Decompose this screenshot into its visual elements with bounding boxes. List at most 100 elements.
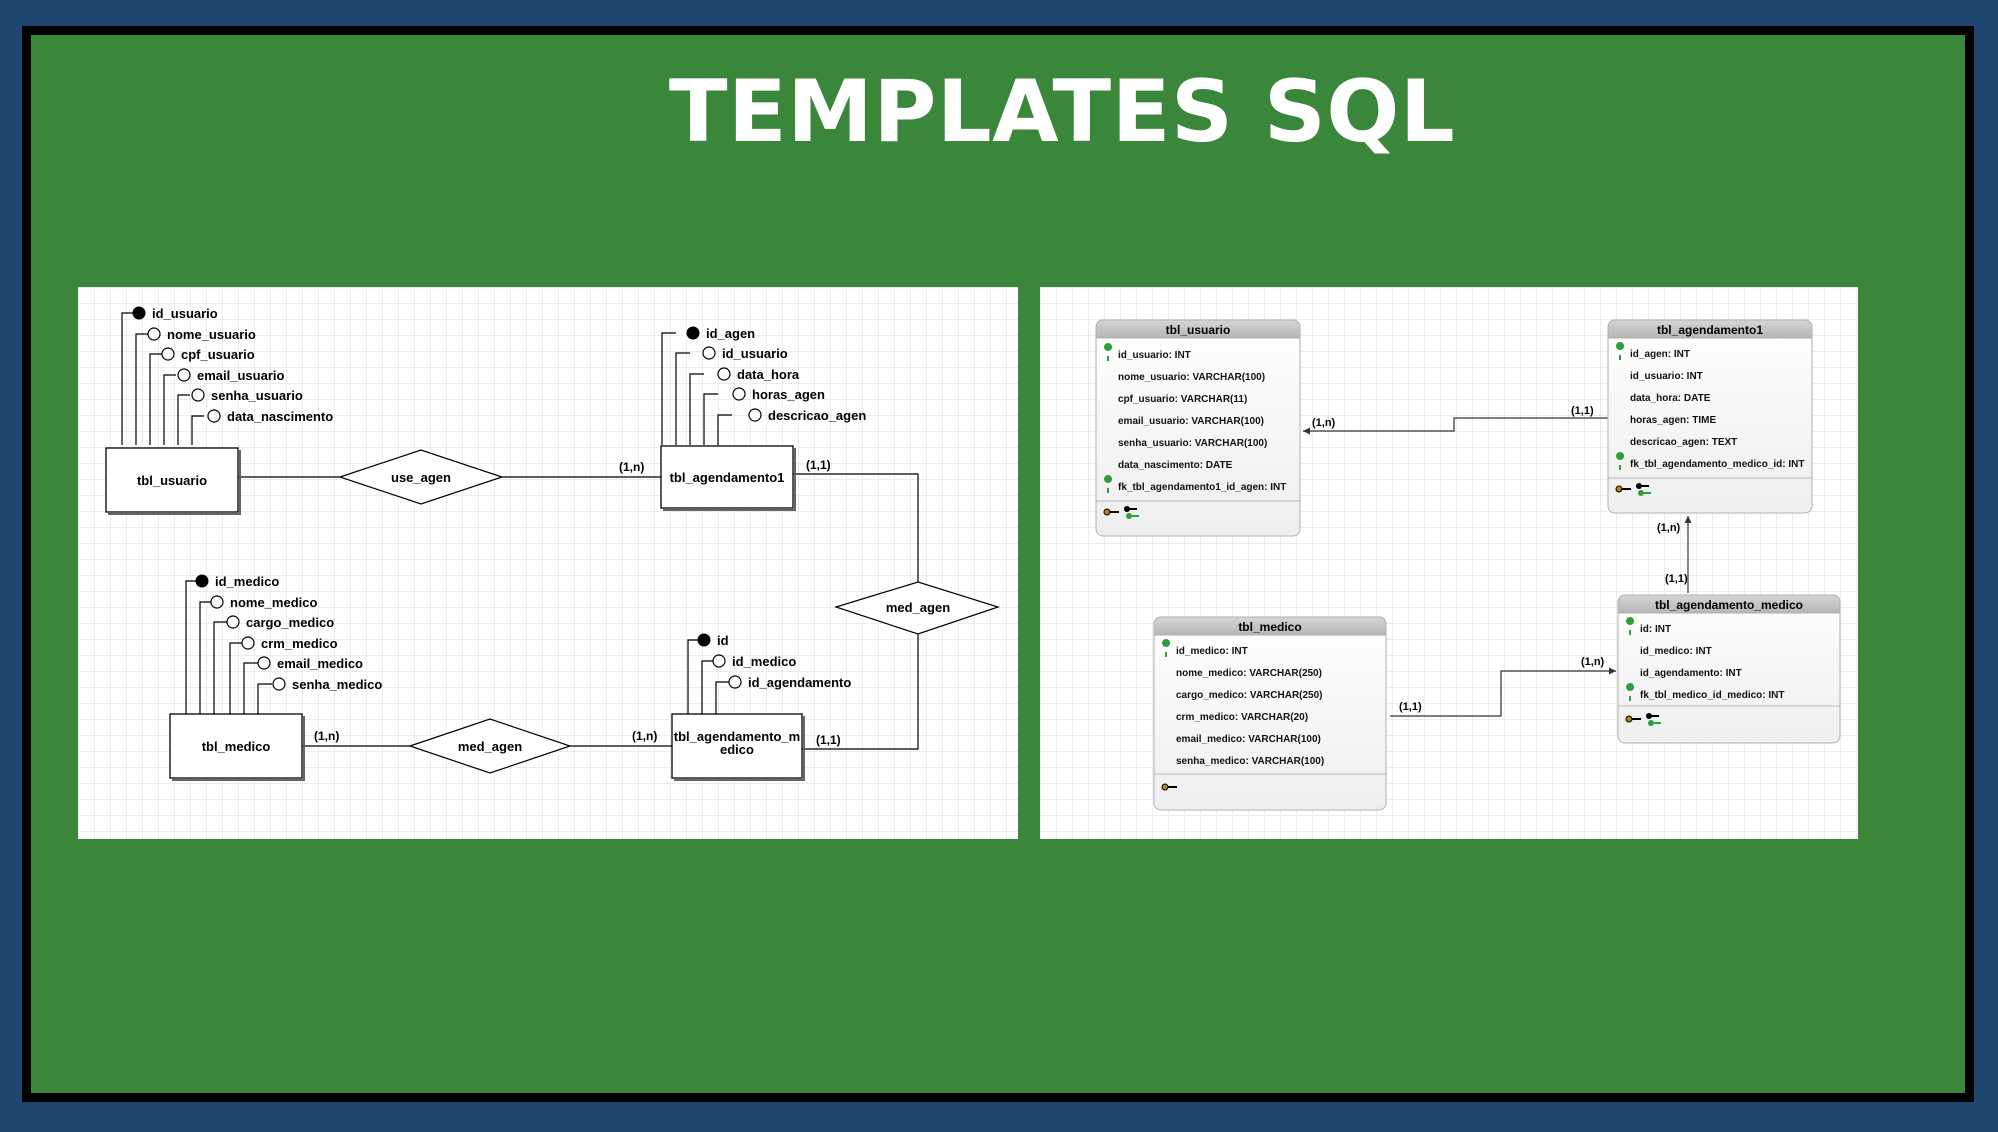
relationship-med-agen-bottom[interactable]: med_agen — [408, 718, 572, 774]
pk-attribute-marker — [195, 574, 209, 588]
column-row: data_hora: DATE — [1630, 393, 1711, 404]
column-row: id: INT — [1640, 624, 1671, 635]
attr-id-agendamento: id_agendamento — [748, 675, 851, 690]
attr-id: id — [717, 633, 729, 648]
column-row: fk_tbl_medico_id_medico: INT — [1640, 690, 1784, 701]
pk-key-icon — [1626, 617, 1635, 635]
key-icon — [1625, 715, 1641, 723]
attribute-marker — [207, 409, 221, 423]
entity-tbl-agendamento-medico[interactable]: tbl_agendamento_m edico — [671, 713, 805, 781]
attribute-marker — [732, 387, 746, 401]
column-row: data_nascimento: DATE — [1118, 460, 1233, 471]
fk-keys-icon — [1646, 713, 1661, 726]
relationship-label: med_agen — [886, 600, 950, 615]
column-row: fk_tbl_agendamento1_id_agen: INT — [1118, 482, 1286, 493]
column-row: nome_usuario: VARCHAR(100) — [1118, 372, 1265, 383]
pk-key-icon — [1616, 342, 1625, 360]
attr-cpf-usuario: cpf_usuario — [181, 347, 255, 362]
key-icon — [1103, 508, 1119, 516]
attr-horas-agen: horas_agen — [752, 387, 825, 402]
column-row: email_usuario: VARCHAR(100) — [1118, 416, 1264, 427]
cardinality-label: (1,n) — [1312, 417, 1336, 429]
attribute-marker — [717, 367, 731, 381]
attribute-marker — [191, 388, 205, 402]
attr-senha-usuario: senha_usuario — [211, 388, 303, 403]
column-row: id_agendamento: INT — [1640, 668, 1742, 679]
agendamento-medico-attributes — [687, 639, 730, 715]
column-row: crm_medico: VARCHAR(20) — [1176, 712, 1308, 723]
table-title: tbl_usuario — [1166, 323, 1231, 337]
entity-label: tbl_agendamento1 — [670, 470, 785, 485]
attribute-marker — [226, 615, 240, 629]
attr-id-medico-fk: id_medico — [732, 654, 796, 669]
entity-tbl-usuario[interactable]: tbl_usuario — [105, 447, 241, 515]
attribute-marker — [210, 595, 224, 609]
column-row: horas_agen: TIME — [1630, 415, 1716, 426]
attr-data-hora: data_hora — [737, 367, 800, 382]
table-tbl-usuario[interactable]: tbl_usuario id_usuario: INT nome_usuario… — [1095, 319, 1301, 537]
column-row: id_medico: INT — [1640, 646, 1712, 657]
attr-crm-medico: crm_medico — [261, 636, 338, 651]
cardinality-label: (1,n) — [632, 729, 657, 743]
column-row: senha_usuario: VARCHAR(100) — [1118, 438, 1267, 449]
column-row: fk_tbl_agendamento_medico_id: INT — [1630, 459, 1804, 470]
attribute-marker — [241, 636, 255, 650]
attribute-marker — [177, 368, 191, 382]
attr-id-medico: id_medico — [215, 574, 279, 589]
pk-attribute-marker — [132, 306, 146, 320]
attribute-marker — [702, 346, 716, 360]
table-title: tbl_agendamento_medico — [1655, 598, 1803, 612]
attribute-marker — [161, 347, 175, 361]
relationship-med-agen-right[interactable]: med_agen — [834, 581, 1000, 635]
logical-diagram: tbl_usuario id_usuario: INT nome_usuario… — [1095, 319, 1841, 811]
relationship-label: med_agen — [458, 739, 522, 754]
attr-email-usuario: email_usuario — [197, 368, 284, 383]
er-diagram: id_usuario nome_usuario cpf_usuario emai… — [105, 306, 1000, 781]
table-title: tbl_agendamento1 — [1657, 323, 1763, 337]
table-title: tbl_medico — [1238, 620, 1301, 634]
cardinality-label: (1,1) — [1571, 405, 1594, 417]
attribute-marker — [728, 675, 742, 689]
fk-key-icon — [1104, 475, 1113, 493]
attr-data-nascimento: data_nascimento — [227, 409, 333, 424]
arrow-head — [1609, 667, 1616, 675]
logical-diagram-panel: tbl_usuario id_usuario: INT nome_usuario… — [1040, 287, 1858, 839]
relationship-label: use_agen — [391, 470, 451, 485]
entity-label-line1: tbl_agendamento_m — [674, 729, 800, 744]
column-row: id_usuario: INT — [1630, 371, 1703, 382]
medico-attributes — [185, 580, 272, 715]
cardinality-label: (1,n) — [1657, 522, 1681, 534]
table-tbl-agendamento-medico[interactable]: tbl_agendamento_medico id: INT id_medico… — [1617, 594, 1841, 744]
cardinality-label: (1,n) — [1581, 656, 1605, 668]
attr-nome-medico: nome_medico — [230, 595, 317, 610]
pk-key-icon — [1162, 639, 1171, 657]
entity-tbl-medico[interactable]: tbl_medico — [169, 713, 305, 781]
table-tbl-agendamento1[interactable]: tbl_agendamento1 id_agen: INT id_usuario… — [1607, 319, 1813, 514]
fk-key-icon — [1616, 452, 1625, 470]
cardinality-label: (1,1) — [1399, 701, 1422, 713]
fk-key-icon — [1626, 683, 1635, 701]
entity-tbl-agendamento1[interactable]: tbl_agendamento1 — [660, 445, 796, 511]
table-tbl-medico[interactable]: tbl_medico id_medico: INT nome_medico: V… — [1153, 616, 1387, 811]
attribute-marker — [712, 654, 726, 668]
key-icon — [1161, 783, 1177, 791]
attribute-marker — [257, 656, 271, 670]
cardinality-label: (1,n) — [314, 729, 339, 743]
column-row: id_medico: INT — [1176, 646, 1248, 657]
er-connectors — [236, 473, 919, 750]
pk-key-icon — [1104, 343, 1113, 361]
cardinality-label: (1,1) — [816, 733, 841, 747]
column-row: descricao_agen: TEXT — [1630, 437, 1737, 448]
relationship-use-agen[interactable]: use_agen — [338, 449, 504, 505]
attr-descricao-agen: descricao_agen — [768, 408, 866, 423]
pk-attribute-marker — [697, 633, 711, 647]
column-row: cpf_usuario: VARCHAR(11) — [1118, 394, 1247, 405]
column-row: senha_medico: VARCHAR(100) — [1176, 756, 1324, 767]
fk-keys-icon — [1636, 483, 1651, 496]
attr-id-usuario-fk: id_usuario — [722, 346, 788, 361]
slide-title: TEMPLATES SQL — [668, 62, 1456, 162]
attr-nome-usuario: nome_usuario — [167, 327, 256, 342]
column-row: cargo_medico: VARCHAR(250) — [1176, 690, 1323, 701]
usuario-attributes — [121, 312, 204, 445]
attribute-marker — [748, 408, 762, 422]
